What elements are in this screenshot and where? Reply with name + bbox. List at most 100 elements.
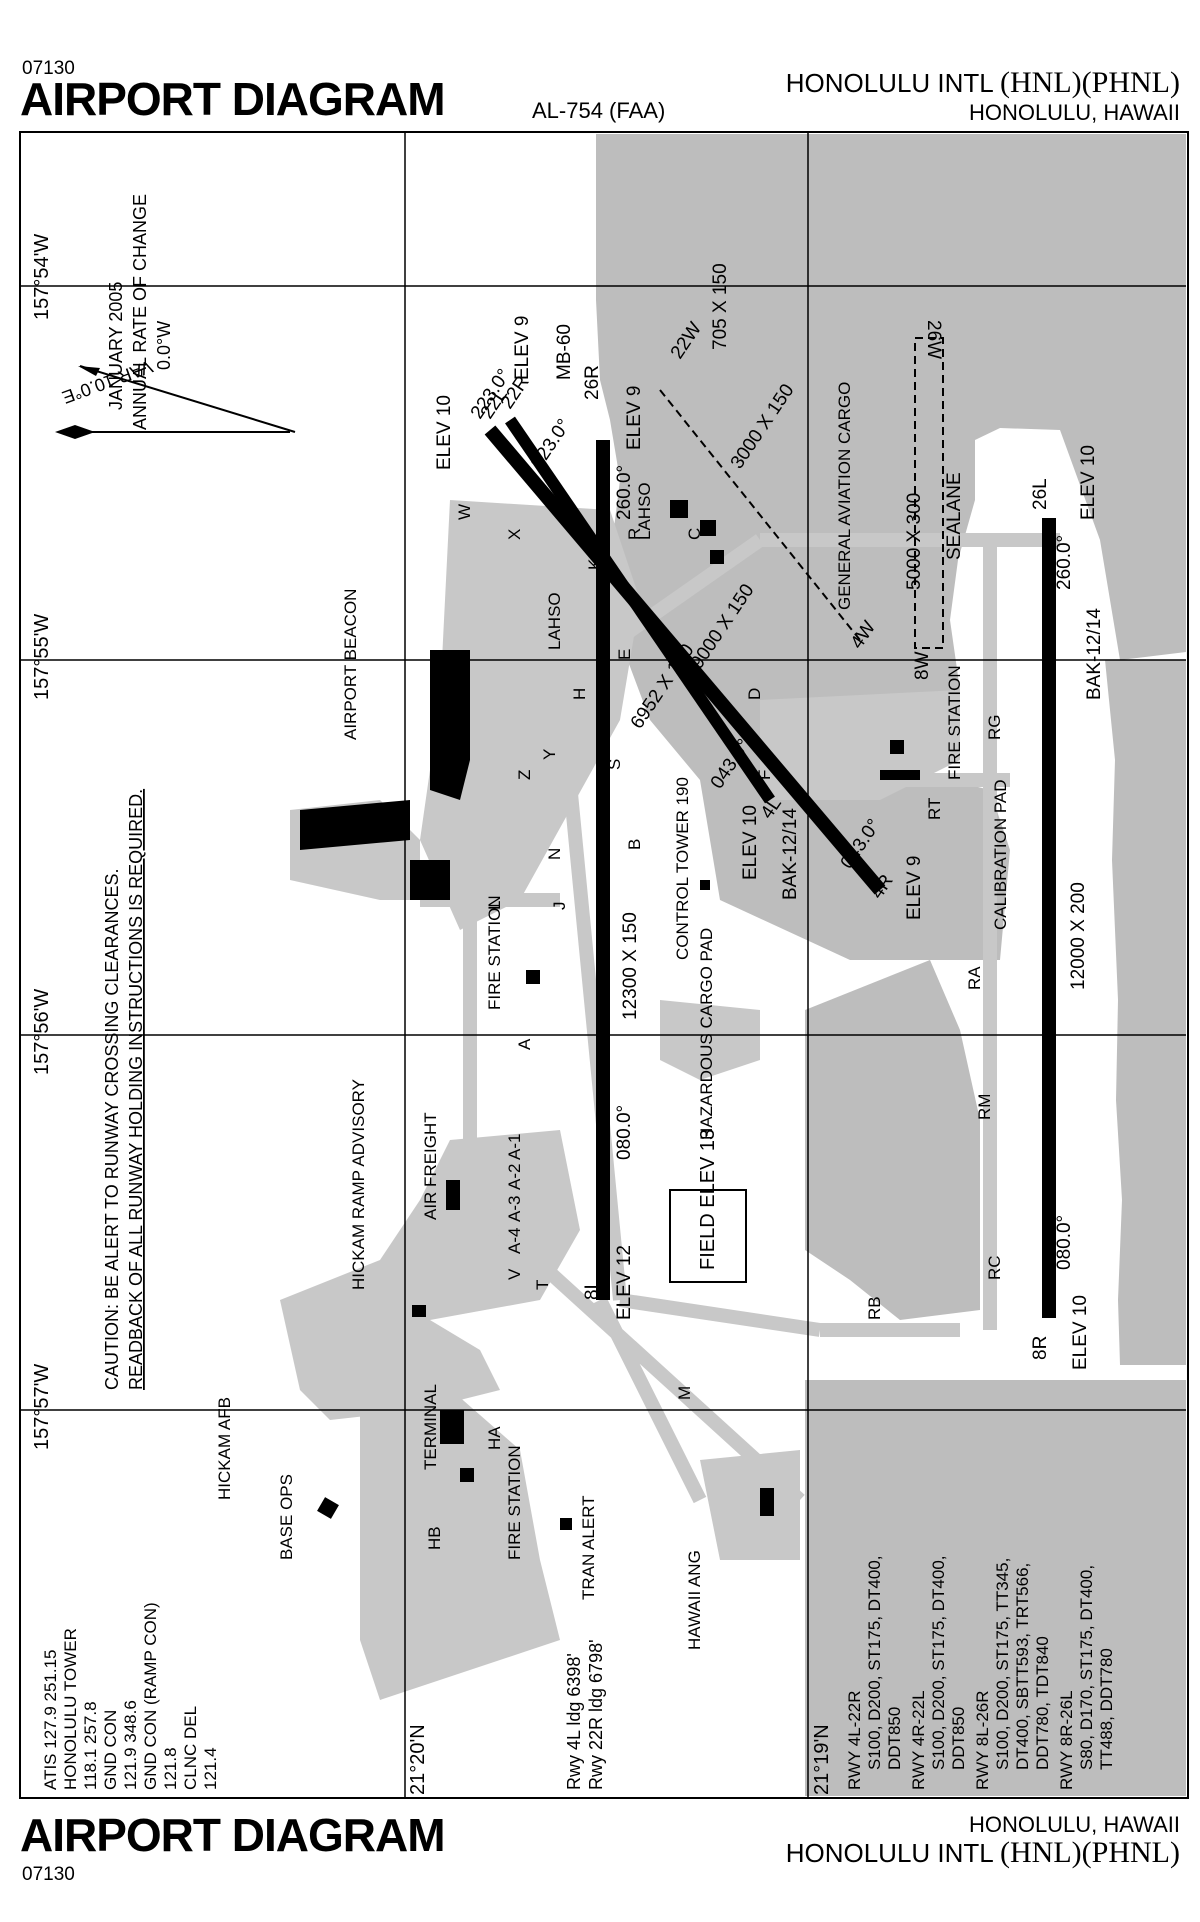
caution-line-1: CAUTION: BE ALERT TO RUNWAY CROSSING CLE… — [102, 869, 122, 1390]
rwy-8r-elev: ELEV 10 — [1070, 1295, 1091, 1370]
var-rate: 0.0°W — [154, 321, 174, 370]
footer-airport-label: HONOLULU INTL — [785, 1838, 993, 1868]
freq-line-5: 121.9 348.6 — [121, 1700, 140, 1790]
chart-reference: AL-754 (FAA) — [532, 98, 666, 123]
taxiway-label-e: E — [615, 649, 634, 660]
sealane-name: SEALANE — [944, 472, 965, 560]
rwy-4l-elev: ELEV 10 — [740, 805, 761, 880]
hickam-apron — [280, 1300, 500, 1420]
strength-2: S100, D200, ST175, DT400, — [865, 1555, 884, 1770]
freq-line-2: HONOLULU TOWER — [61, 1628, 80, 1790]
footer-title: AIRPORT DIAGRAM — [20, 1809, 446, 1861]
fire-station-east-2 — [880, 770, 920, 780]
strength-1: RWY 4L-22R — [845, 1690, 864, 1790]
map-frame — [19, 131, 1189, 1799]
taxiway-label-rt: RT — [925, 798, 944, 820]
strength-4: RWY 4R-22L — [909, 1690, 928, 1790]
hickam-apron-south — [360, 1380, 560, 1700]
rwy-22r-elev: ELEV 9 — [512, 316, 533, 380]
taxiway-label-d: D — [745, 688, 764, 700]
rwy-8r-hdg: 080.0° — [1054, 1215, 1075, 1270]
taxiway-label-y: Y — [540, 749, 559, 760]
taxiway-label-r: R — [625, 528, 644, 540]
chart-number: 07130 — [22, 58, 75, 79]
rwy-26r-hdg: 260.0° — [614, 465, 635, 520]
rwy-26l-hdg: 260.0° — [1054, 535, 1075, 590]
taxiway-label-h: H — [570, 688, 589, 700]
lon-label-4: 157°57'W — [31, 1364, 53, 1450]
var-date: JANUARY 2005 — [106, 282, 126, 410]
base-ops-building — [317, 1497, 339, 1519]
air-freight-label: AIR FREIGHT — [421, 1112, 440, 1220]
taxiway-label-z: Z — [515, 770, 534, 780]
sealane-dims: 5000 X 300 — [904, 493, 925, 590]
hazardous-cargo-label: HAZARDOUS CARGO PAD — [697, 928, 716, 1140]
taxiway-label-a-4: A-4 — [505, 1228, 524, 1254]
rwy-26l-elev: ELEV 10 — [1078, 445, 1099, 520]
rwy-8l-end: 8L — [582, 1279, 603, 1300]
taxiway-label-a-2: A-2 — [505, 1164, 524, 1190]
rwy-4r-elev: ELEV 9 — [904, 856, 925, 920]
rwy-22l-elev: ELEV 10 — [434, 395, 455, 470]
air-freight-apron — [280, 1130, 580, 1340]
hazardous-cargo-pad — [660, 1000, 760, 1080]
air-freight-building — [446, 1180, 460, 1210]
rwy-26r-elev: ELEV 9 — [624, 386, 645, 450]
tran-alert-building — [560, 1518, 572, 1530]
strength-8: S100, D200, ST175, TT345, — [993, 1558, 1012, 1770]
north-arrow-icon — [55, 425, 95, 439]
strength-11: RWY 8R-26L — [1057, 1690, 1076, 1790]
footer-city-state: HONOLULU, HAWAII — [968, 1812, 1180, 1837]
airport-name: HONOLULU INTL — [785, 68, 993, 98]
taxiway-label-x: X — [505, 529, 524, 540]
freq-line-1: ATIS 127.9 251.15 — [41, 1649, 60, 1790]
footer-airport-codes: (HNL)(PHNL) — [1000, 1836, 1180, 1869]
variation-line — [79, 365, 296, 433]
control-tower-mark — [700, 880, 710, 890]
runway-8r-26l — [1042, 518, 1056, 1318]
strength-10: DDT780, TDT840 — [1033, 1636, 1052, 1770]
rwy-8r-dims: 12000 X 200 — [1068, 882, 1089, 990]
footer-chart-number: 07130 — [22, 1864, 75, 1885]
field-elev-label: FIELD ELEV 13 — [697, 1129, 719, 1270]
taxiway-label-t: T — [533, 1280, 552, 1290]
lat-label-2: 21°19'N — [811, 1724, 833, 1795]
taxiway-label-a-3: A-3 — [505, 1196, 524, 1222]
taxiway-label-f: F — [755, 770, 774, 780]
taxiway-label-g: G — [595, 887, 614, 900]
airport-codes: (HNL)(PHNL) — [1000, 66, 1180, 99]
chart-title: AIRPORT DIAGRAM — [20, 73, 446, 125]
taxiway-label-a: A — [515, 1038, 534, 1050]
taxiway-label-w: W — [455, 504, 474, 520]
runway-8l-26r — [596, 440, 610, 1300]
mb60-dims: 705 X 150 — [710, 263, 731, 350]
fire-station-label-east: FIRE STATION — [945, 665, 964, 780]
rwy-22l-hdg: 223.0° — [527, 415, 575, 472]
strength-7: RWY 8L-26R — [973, 1690, 992, 1790]
sealane-8w: 8W — [912, 651, 933, 680]
fire-station-hickam — [460, 1468, 474, 1482]
taxiway-label-n: N — [545, 848, 564, 860]
taxiway-label-rc: RC — [985, 1255, 1004, 1280]
hawaii-ang-label: HAWAII ANG — [685, 1550, 704, 1650]
lahso-label-2: LAHSO — [635, 482, 654, 540]
hickam-afb-label: HICKAM AFB — [215, 1397, 234, 1500]
lahso-label-1: LAHSO — [545, 592, 564, 650]
freq-line-9: 121.4 — [201, 1747, 220, 1790]
taxiway-label-p: P — [555, 499, 574, 510]
terminal-building-1 — [430, 650, 470, 800]
rwy-26l-end: 26L — [1030, 478, 1051, 510]
var-rate-label: ANNUAL RATE OF CHANGE — [130, 194, 150, 430]
water-south — [805, 1380, 1186, 1796]
ldg-22r: Rwy 22R ldg 6798' — [586, 1639, 606, 1790]
hb-label: HB — [425, 1526, 444, 1550]
ha-label: HA — [485, 1426, 504, 1450]
strength-5: S100, D200, ST175, DT400, — [929, 1555, 948, 1770]
strength-12: S80, D170, ST175, DT400, — [1077, 1565, 1096, 1770]
tran-alert-label: TRAN ALERT — [579, 1495, 598, 1600]
fire-station-label-hickam: FIRE STATION — [505, 1445, 524, 1560]
caution-line-2: READBACK OF ALL RUNWAY HOLDING INSTRUCTI… — [126, 789, 146, 1390]
hawaii-ang-apron — [700, 1450, 800, 1560]
ldg-4l: Rwy 4L ldg 6398' — [564, 1653, 584, 1790]
taxiway-label-b: B — [625, 839, 644, 850]
